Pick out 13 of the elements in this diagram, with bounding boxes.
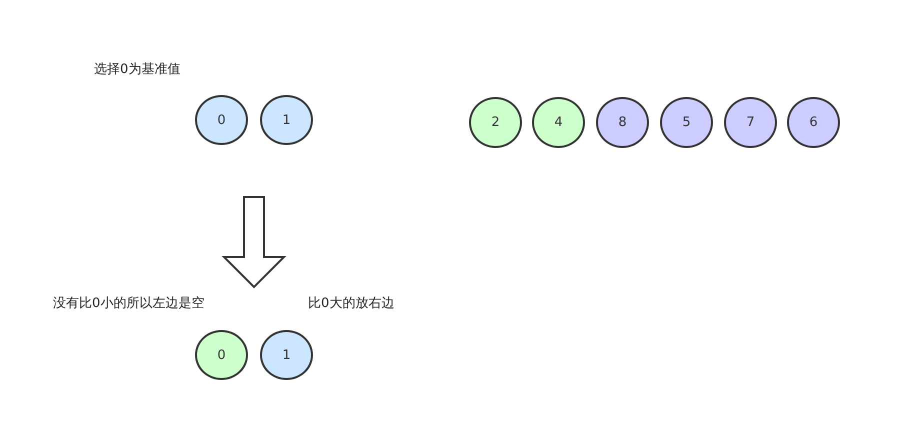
number-circle: 6	[787, 97, 840, 148]
number-circle: 8	[596, 97, 649, 148]
number-circle: 7	[724, 97, 777, 148]
number-circle: 5	[660, 97, 713, 148]
number-circle: 0	[195, 330, 248, 380]
number-circle: 0	[195, 95, 248, 145]
note-text: 没有比0小的所以左边是空	[53, 295, 204, 312]
number-circle: 1	[260, 330, 313, 380]
note-text: 比0大的放右边	[308, 295, 394, 312]
number-circle: 1	[260, 95, 313, 145]
number-circle: 2	[469, 97, 522, 148]
note-text: 选择0为基准值	[94, 61, 180, 78]
number-circle: 4	[532, 97, 585, 148]
